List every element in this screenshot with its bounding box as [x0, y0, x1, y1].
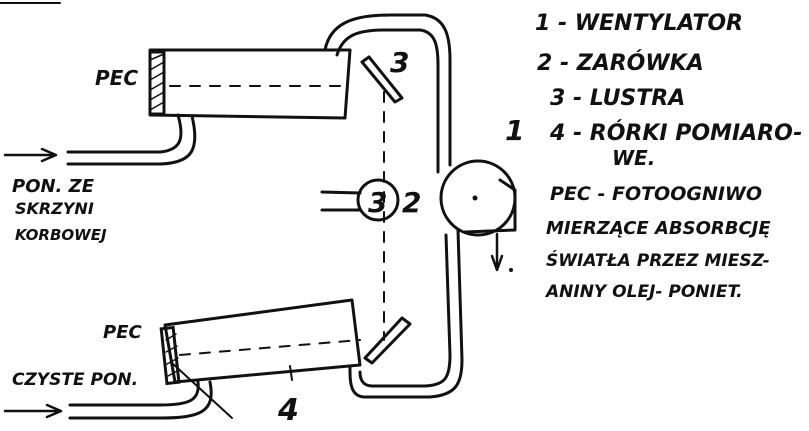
- label-num-2: 2: [402, 186, 421, 219]
- legend-item-4-line1: 4 - RÓRKI POMIARO-: [549, 120, 802, 146]
- bulb-wires: [320, 190, 362, 212]
- label-num-1: 1: [505, 114, 524, 147]
- description-line-1: PEC - FOTOOGNIWO: [550, 183, 762, 205]
- label-inlet-top-1: PON. ZE: [12, 176, 95, 197]
- description: PEC - FOTOOGNIWO MIERZĄCE ABSORBCJĘ ŚWIA…: [544, 183, 771, 302]
- top-tube: [148, 48, 352, 120]
- description-line-3: ŚWIATŁA PRZEZ MIESZ-: [546, 249, 770, 271]
- legend: 1 - WENTYLATOR 2 - ZARÓWKA 3 - LUSTRA 4 …: [535, 11, 802, 170]
- pointer-line-4: [171, 362, 233, 419]
- bulb-number: 3: [368, 186, 387, 219]
- bulb: [356, 178, 400, 222]
- legend-item-2: 2 - ZARÓWKA: [537, 50, 704, 76]
- fan: [439, 159, 517, 237]
- bottom-inlet-arrow: [3, 403, 63, 419]
- bottom-pec-hatch: [165, 333, 180, 377]
- fan-outlet-dot: [509, 268, 513, 272]
- bottom-tube: [163, 298, 362, 384]
- label-pec-top: PEC: [95, 66, 138, 90]
- main-duct-inner: [335, 28, 452, 388]
- label-pec-bottom: PEC: [103, 322, 142, 343]
- legend-item-3: 3 - LUSTRA: [550, 86, 685, 111]
- bottom-pec-cell: [159, 325, 181, 386]
- top-pec-cell: [148, 50, 166, 116]
- legend-item-1: 1 - WENTYLATOR: [535, 11, 743, 36]
- label-num-4: 4: [277, 393, 299, 428]
- pointer-tick-4: [289, 365, 293, 381]
- description-line-2: MIERZĄCE ABSORBCJĘ: [546, 218, 771, 239]
- fan-hub: [472, 195, 478, 201]
- top-inlet-arrow: [3, 147, 58, 163]
- top-pec-hatch: [149, 53, 165, 111]
- label-num-3: 3: [390, 46, 409, 79]
- description-line-4: ANINY OLEJ- PONIET.: [544, 282, 743, 302]
- fan-outlet-arrow: [490, 232, 504, 272]
- label-inlet-bottom: CZYSTE PON.: [12, 370, 138, 390]
- label-inlet-top-3: KORBOWEJ: [15, 226, 107, 244]
- top-inlet-pipe: [66, 113, 197, 166]
- bottom-light-path: [179, 339, 361, 356]
- main-duct-outer: [323, 13, 464, 399]
- fan-outlet: [463, 178, 517, 234]
- legend-item-4-line2: WE.: [612, 146, 655, 170]
- label-inlet-top-2: SKRZYNI: [15, 199, 94, 218]
- top-mirror: [360, 55, 404, 104]
- bottom-mirror: [363, 316, 412, 365]
